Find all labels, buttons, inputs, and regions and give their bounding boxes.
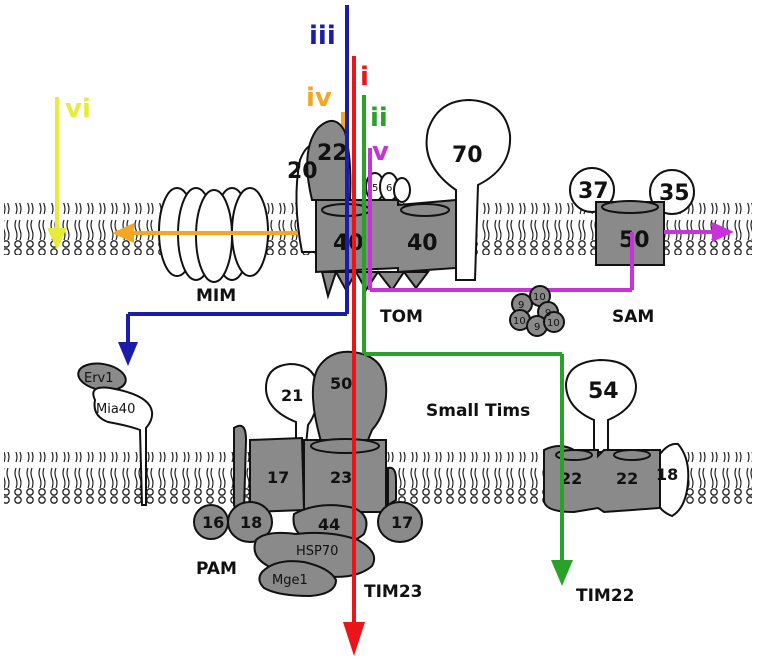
tim23-label: 23 [330,468,352,487]
sam-label: SAM [612,307,654,327]
tom-complex [295,98,512,300]
pathway-iv-label: iv [306,83,332,113]
mge1-label: Mge1 [272,573,308,588]
tom20-label: 20 [287,159,318,184]
small-tim-10a: 10 [533,292,546,303]
tim22-right-label: 22 [616,469,638,488]
pathway-iii-arrow [118,5,349,366]
pathway-iii-label: iii [309,21,336,51]
tim18-label: 18 [656,465,678,484]
pathway-i-arrow [343,56,365,656]
tim17-left-label: 17 [267,468,289,487]
tim54-label: 54 [588,379,619,404]
sam35-label: 35 [659,181,690,206]
small-tims-complex [509,285,565,337]
pathway-vi-arrow [47,97,67,250]
tom40-right-label: 40 [407,231,438,256]
small-tim-9c: 9 [534,322,540,333]
pathway-i-label: i [360,62,369,92]
pam16-label: 16 [202,513,224,532]
tim44-label: 44 [318,515,340,534]
hsp70-label: HSP70 [296,544,338,559]
mia40-erv1 [77,362,154,506]
pathway-v-arrow [368,148,734,292]
tim23-complex [193,350,423,598]
tom70-label: 70 [452,143,483,168]
tom5-label: 5 [372,183,378,194]
tom-label: TOM [380,307,423,327]
small-tim-9b: 9 [545,308,551,319]
small-tims-label: Small Tims [426,401,530,421]
mia40-label: Mia40 [96,402,135,417]
sam37-label: 37 [578,179,609,204]
mim-label: MIM [196,286,236,306]
tim22-complex-label: TIM22 [576,586,635,606]
tim23-complex-label: TIM23 [364,582,423,602]
small-tim-9a: 9 [518,300,524,311]
pathway-ii-arrow [362,95,573,586]
pathway-vi-label: vi [65,94,91,124]
small-tim-10c: 10 [547,318,560,329]
tim50-label: 50 [330,374,352,393]
tom22-label: 22 [317,141,348,166]
sam-complex [569,167,695,266]
pathway-v-label: v [372,137,389,167]
erv1-label: Erv1 [84,371,114,386]
pam18-label: 18 [240,513,262,532]
pam-label: PAM [196,559,237,579]
tim22-left-label: 22 [560,469,582,488]
tim22-complex [543,358,690,518]
sam50-label: 50 [619,228,650,253]
tom6-label: 6 [386,183,392,194]
pathway-ii-label: ii [370,103,388,133]
tim17-right-label: 17 [391,513,413,532]
small-tim-10b: 10 [513,316,526,327]
tim21-label: 21 [281,386,303,405]
